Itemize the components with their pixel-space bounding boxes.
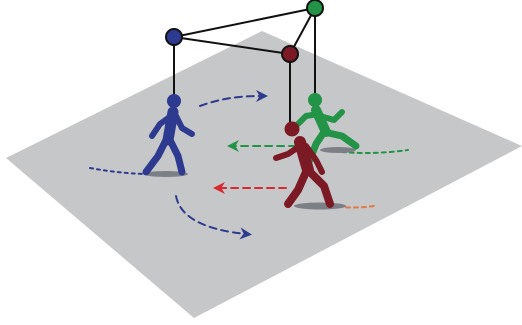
blue-agent-walking-person-icon [142,94,195,176]
blue-arrow-down [175,195,252,240]
blue-arrow-up [199,90,268,107]
green-agent-shadow [320,147,356,153]
floor-plane [6,31,522,318]
red-agent-walking-person-icon [273,121,334,208]
graph-nodes [165,0,324,63]
red-graph-node-icon [281,45,299,63]
green-graph-node-icon [306,0,324,17]
blue-agent-shadow [144,171,188,177]
edge-blue-green [173,7,316,38]
edge-blue-red [173,36,291,55]
blue-graph-node-icon [165,28,183,46]
red-agent-shadow [294,202,346,210]
